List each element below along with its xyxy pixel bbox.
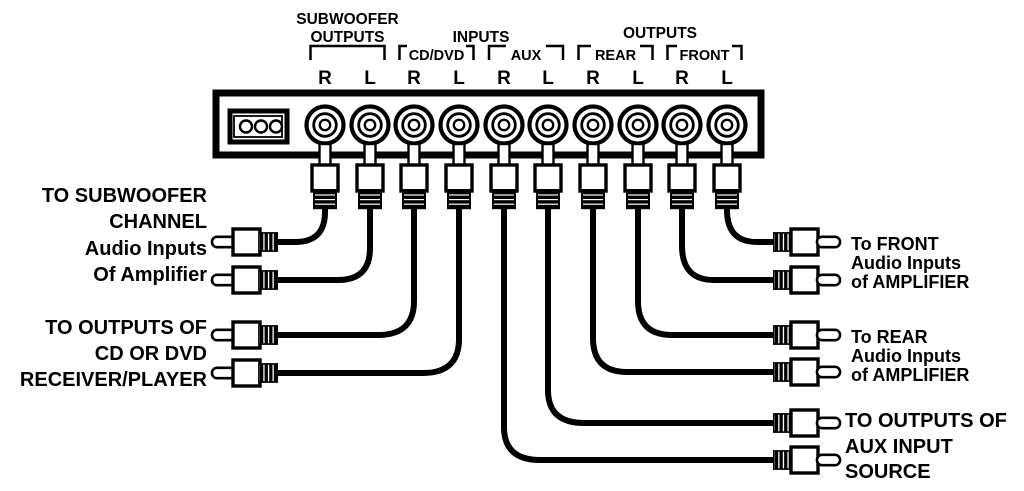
cable-front-r: [679, 200, 775, 283]
cd-dvd-connection-line3: RECEIVER/PLAYER: [20, 369, 208, 391]
aux-connection-line1: TO OUTPUTS OF: [845, 410, 1007, 432]
rca-plug-icon-to-front-2: [772, 265, 842, 295]
rca-jack-aux-r: [486, 107, 523, 144]
rear-connection-line3: of AMPLIFIER: [851, 365, 969, 385]
front-connection-label: To FRONT Audio Inputs of AMPLIFIER: [851, 234, 969, 292]
rca-plug-icon-to-subwoofer-2: [210, 265, 279, 295]
rca-jack-subwoofer-r: [307, 107, 344, 144]
rca-plug-icon-to-cd-dvd-2: [210, 358, 279, 388]
cd-dvd-bracket-label: CD/DVD: [409, 48, 465, 64]
cd-dvd-connection-line2: CD OR DVD: [95, 343, 207, 365]
rear-bracket-label: REAR: [595, 48, 637, 64]
rca-plug-icon-to-rear-2: [772, 357, 842, 387]
subwoofer-connection-label: TO SUBWOOFER CHANNEL Audio Inputs Of Amp…: [42, 185, 208, 286]
front-connection-line2: Audio Inputs: [851, 253, 961, 273]
front-connection-line3: of AMPLIFIER: [851, 272, 969, 292]
channel-label-1: R: [318, 68, 332, 89]
channel-label-6: L: [542, 68, 554, 89]
subwoofer-connection-line4: Of Amplifier: [93, 264, 207, 286]
power-connector-icon: [227, 108, 290, 145]
aux-bracket-label: AUX: [511, 48, 542, 64]
subwoofer-bracket: [309, 44, 386, 60]
subwoofer-connection-line2: CHANNEL: [109, 211, 207, 233]
channel-label-5: R: [497, 68, 511, 89]
rca-jack-aux-l: [530, 107, 567, 144]
rca-jack-cd-dvd-l: [441, 107, 478, 144]
channel-label-8: L: [632, 68, 644, 89]
rca-plug-icon-to-subwoofer-1: [210, 227, 279, 257]
cd-dvd-bracket: [398, 44, 475, 60]
rca-jack-subwoofer-l: [352, 107, 389, 144]
cable-subwoofer-r: [277, 200, 328, 245]
subwoofer-connection-line1: TO SUBWOOFER: [42, 185, 208, 207]
channel-label-9: R: [675, 68, 689, 89]
cable-rear-l: [635, 200, 775, 338]
aux-connection-line3: SOURCE: [845, 461, 931, 483]
cable-rear-r: [590, 200, 775, 375]
rca-plug-icon-to-rear-1: [772, 320, 842, 350]
aux-bracket: [487, 44, 565, 60]
rear-bracket: [577, 44, 654, 60]
aux-connection-line2: AUX INPUT: [845, 436, 953, 458]
front-bracket-label: FRONT: [680, 48, 730, 64]
subwoofer-connection-line3: Audio Inputs: [85, 238, 207, 260]
cable-aux-r: [501, 200, 775, 463]
subwoofer-heading-line1: SUBWOOFER: [296, 11, 398, 28]
front-bracket: [666, 44, 743, 60]
channel-label-3: R: [407, 68, 421, 89]
cable-cd-dvd-r: [277, 200, 417, 338]
rca-plug-icon-to-aux-1: [772, 408, 842, 438]
rca-plug-icon-to-aux-2: [772, 445, 842, 475]
cable-subwoofer-l: [277, 200, 373, 283]
rca-plug-icon-to-cd-dvd-1: [210, 320, 279, 350]
rca-plug-icon-to-front-1: [772, 227, 842, 257]
cd-dvd-connection-label: TO OUTPUTS OF CD OR DVD RECEIVER/PLAYER: [20, 317, 208, 391]
rca-jack-front-r: [664, 107, 701, 144]
rear-connection-line2: Audio Inputs: [851, 346, 961, 366]
cable-front-l: [724, 200, 775, 245]
channel-label-10: L: [721, 68, 733, 89]
subwoofer-heading-line2: OUTPUTS: [310, 29, 384, 46]
channel-label-7: R: [586, 68, 600, 89]
channel-label-2: L: [364, 68, 376, 89]
rca-jack-rear-l: [620, 107, 657, 144]
inputs-heading: INPUTS: [453, 29, 510, 46]
rear-connection-label: To REAR Audio Inputs of AMPLIFIER: [851, 327, 969, 385]
cable-aux-l: [545, 200, 775, 426]
rca-jack-rear-r: [575, 107, 612, 144]
channel-label-4: L: [453, 68, 465, 89]
cable-cd-dvd-l: [277, 200, 462, 376]
front-connection-line1: To FRONT: [851, 234, 939, 254]
rca-jack-cd-dvd-r: [396, 107, 433, 144]
aux-connection-label: TO OUTPUTS OF AUX INPUT SOURCE: [845, 410, 1007, 483]
cd-dvd-connection-line1: TO OUTPUTS OF: [45, 317, 207, 339]
outputs-heading: OUTPUTS: [623, 25, 697, 42]
rear-connection-line1: To REAR: [851, 327, 928, 347]
rca-jack-front-l: [709, 107, 746, 144]
